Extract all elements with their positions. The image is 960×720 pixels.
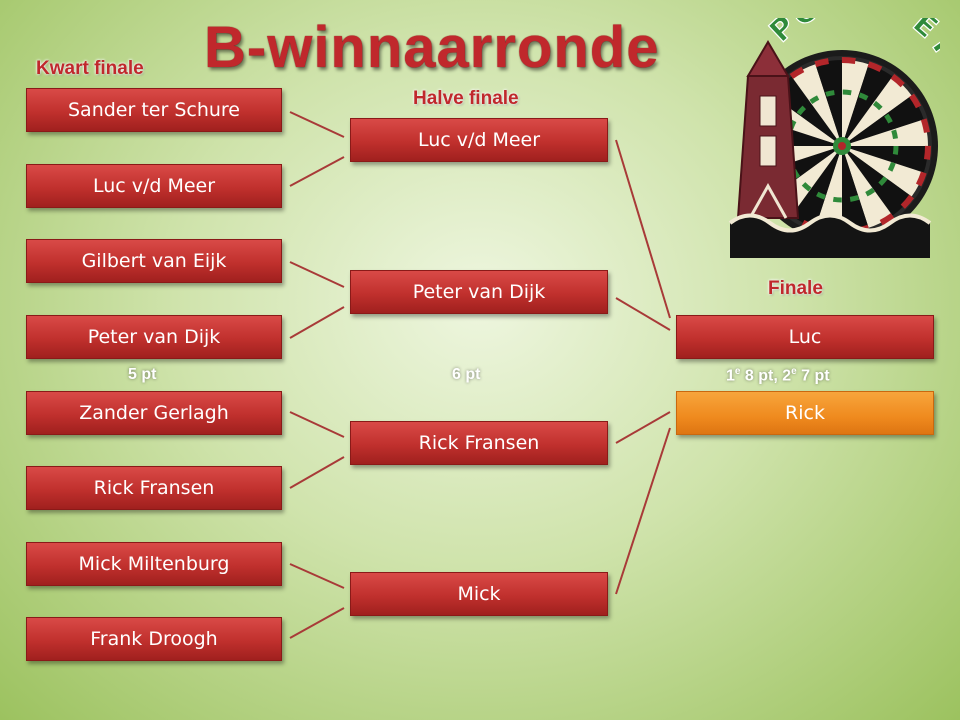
connector-sf4-f2 bbox=[615, 427, 671, 595]
connector-qf7-sf4 bbox=[289, 563, 345, 589]
quarter-final-box-3: Gilbert van Eijk bbox=[26, 239, 282, 283]
connector-qf5-sf3 bbox=[289, 411, 345, 438]
quarter-final-box-1: Sander ter Schure bbox=[26, 88, 282, 132]
points-semi: 6 pt bbox=[452, 366, 481, 383]
dartboard-windmill-logo-icon: POEL'S EYE bbox=[728, 0, 960, 258]
quarter-final-box-7: Mick Miltenburg bbox=[26, 542, 282, 586]
quarter-final-box-8: Frank Droogh bbox=[26, 617, 282, 661]
connector-qf3-sf2 bbox=[289, 261, 345, 288]
semi-final-box-1: Luc v/d Meer bbox=[350, 118, 608, 162]
connector-sf2-f1 bbox=[615, 297, 671, 331]
connector-qf8-sf4 bbox=[289, 607, 345, 639]
points-final: 1e 8 pt, 2e 7 pt bbox=[726, 366, 830, 385]
connector-sf3-f2 bbox=[615, 411, 671, 444]
connector-qf4-sf2 bbox=[289, 306, 345, 339]
quarter-final-box-4: Peter van Dijk bbox=[26, 315, 282, 359]
quarter-final-box-5: Zander Gerlagh bbox=[26, 391, 282, 435]
quarter-final-box-6: Rick Fransen bbox=[26, 466, 282, 510]
connector-qf1-sf1 bbox=[289, 111, 345, 138]
connector-qf2-sf1 bbox=[289, 156, 345, 187]
connector-sf1-f1 bbox=[615, 139, 671, 319]
final-box-2-winner: Rick bbox=[676, 391, 934, 435]
poels-eye-logo: POEL'S EYE bbox=[720, 0, 960, 263]
quarter-final-box-2: Luc v/d Meer bbox=[26, 164, 282, 208]
final-box-1: Luc bbox=[676, 315, 934, 359]
semi-final-box-3: Rick Fransen bbox=[350, 421, 608, 465]
points-quarter: 5 pt bbox=[128, 366, 157, 383]
round-label-semi: Halve finale bbox=[413, 88, 519, 109]
connector-qf6-sf3 bbox=[289, 456, 345, 489]
round-label-final: Finale bbox=[768, 278, 823, 299]
page-title: B-winnaarronde bbox=[204, 15, 660, 80]
round-label-quarter: Kwart finale bbox=[36, 58, 144, 79]
semi-final-box-4: Mick bbox=[350, 572, 608, 616]
semi-final-box-2: Peter van Dijk bbox=[350, 270, 608, 314]
